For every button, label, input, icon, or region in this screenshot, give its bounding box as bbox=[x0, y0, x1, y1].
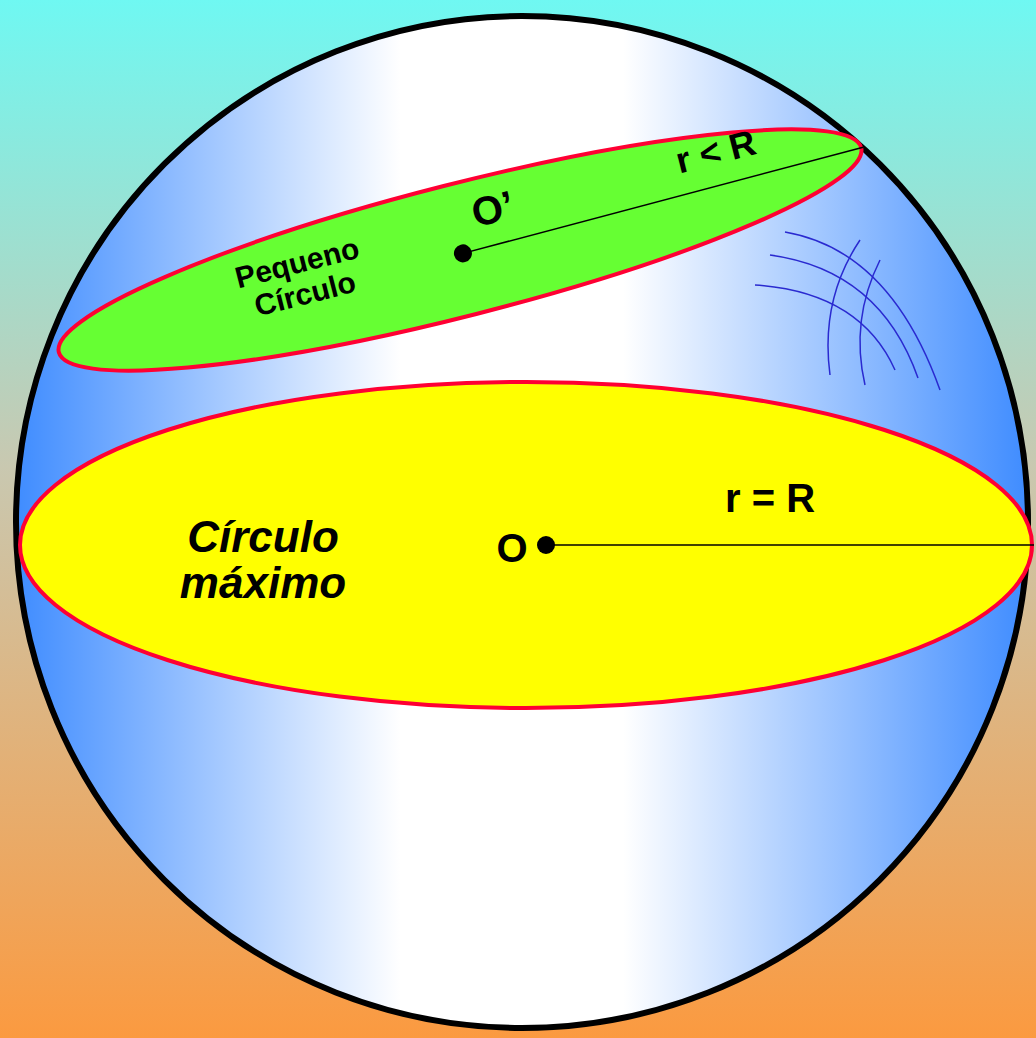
ellipse-outline bbox=[40, 81, 880, 418]
center-label: O bbox=[496, 527, 527, 569]
radius-line bbox=[546, 544, 1034, 546]
center-dot bbox=[452, 242, 474, 264]
circle-region: Círculo máximo Or = R bbox=[18, 380, 1034, 710]
radius-line bbox=[462, 147, 864, 253]
circle-name: Círculo máximo bbox=[153, 514, 373, 606]
radius-label: r = R bbox=[725, 477, 815, 519]
circle-region: Pequeno CírculoO’r < R bbox=[40, 81, 880, 418]
ellipse bbox=[43, 84, 878, 416]
grid-arcs bbox=[755, 232, 940, 390]
center-dot bbox=[537, 536, 555, 554]
